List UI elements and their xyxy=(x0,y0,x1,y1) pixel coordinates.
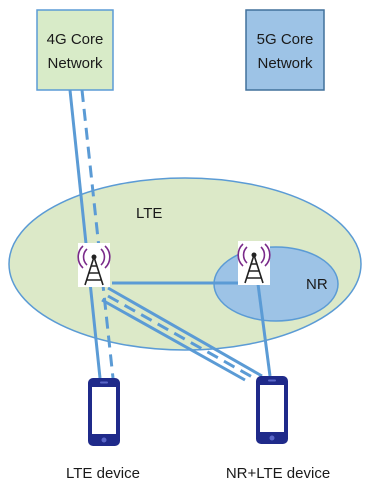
lte-device-label: LTE device xyxy=(66,465,140,482)
link-4g-core-to-lte-device-solid xyxy=(68,89,102,379)
core-4g-line2: Network xyxy=(47,55,103,72)
link-lte-base-to-nrlte-device-solid-1 xyxy=(107,286,263,378)
lte-device-smartphone-icon xyxy=(88,378,120,446)
core-4g-network-box: 4G Core Network xyxy=(36,9,114,91)
lte-area-label: LTE xyxy=(136,205,162,222)
nrlte-device-smartphone-icon xyxy=(256,376,288,444)
link-lte-base-to-nrlte-device-solid-2 xyxy=(101,298,246,382)
core-5g-network-box: 5G Core Network xyxy=(245,9,325,91)
core-5g-line1: 5G Core xyxy=(257,31,314,48)
links xyxy=(68,89,272,382)
core-5g-line2: Network xyxy=(257,55,313,72)
nr-area-label: NR xyxy=(306,276,328,293)
link-lte-base-to-nrlte-device-dashed xyxy=(107,294,255,380)
nr-base-station-antenna-icon xyxy=(237,241,271,285)
core-4g-line1: 4G Core xyxy=(47,31,104,48)
lte-base-station-antenna-icon xyxy=(77,243,111,287)
link-4g-core-to-lte-device-dashed xyxy=(80,89,115,379)
nrlte-device-label: NR+LTE device xyxy=(226,465,330,482)
link-nr-base-to-nrlte-device xyxy=(256,283,272,377)
